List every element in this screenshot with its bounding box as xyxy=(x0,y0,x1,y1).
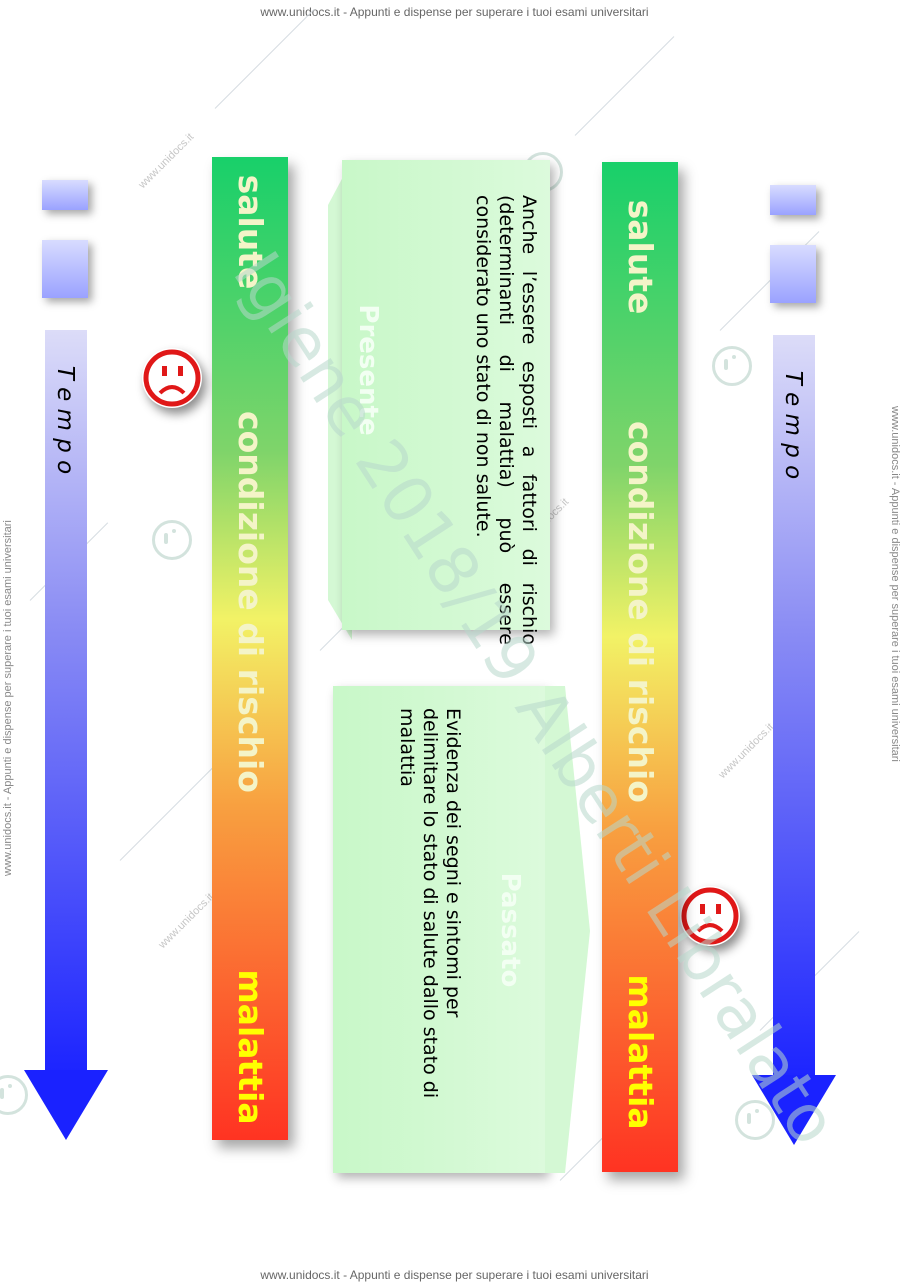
page-header-watermark: www.unidocs.it - Appunti e dispense per … xyxy=(260,5,649,19)
callout-box xyxy=(333,686,545,1173)
bar-label-condizione-di-rischio: condizione di rischio xyxy=(621,421,660,803)
timeline-square xyxy=(770,185,816,215)
time-arrow-shaft xyxy=(45,330,87,1070)
bar-label-salute: salute xyxy=(621,199,660,315)
watermark-site-label: www.unidocs.it xyxy=(716,721,777,781)
callout-pointer xyxy=(545,686,590,1173)
health-gradient-bar: salute condizione di rischio malattia xyxy=(212,157,288,1140)
bar-label-malattia: malattia xyxy=(621,974,660,1130)
watermark-site-label: www.unidocs.it xyxy=(136,131,197,191)
bar-label-condizione-di-rischio: condizione di rischio xyxy=(231,411,270,793)
right-side-watermark: www.unidocs.it - Appunti e dispense per … xyxy=(889,406,901,762)
sad-face-icon xyxy=(143,349,201,407)
callout-text: Evidenza dei segni e sintomi per delimit… xyxy=(396,708,464,1099)
health-gradient-bar: salute condizione di rischio malattia xyxy=(602,162,678,1172)
sad-face-icon xyxy=(681,887,739,945)
unidocs-logo-icon xyxy=(152,520,192,560)
page-footer-watermark: www.unidocs.it - Appunti e dispense per … xyxy=(260,1268,649,1282)
timeline-square xyxy=(42,180,88,210)
callout-ghost-label: Passato xyxy=(495,872,525,988)
left-side-watermark: www.unidocs.it - Appunti e dispense per … xyxy=(2,520,14,876)
tempo-label: T e m p o xyxy=(780,370,806,480)
callout-box xyxy=(342,160,550,630)
watermark-site-label: www.unidocs.it xyxy=(156,891,217,951)
timeline-square xyxy=(42,240,88,298)
arrow-down-icon xyxy=(752,1075,836,1145)
tempo-label: T e m p o xyxy=(52,365,78,475)
time-arrow-shaft xyxy=(773,335,815,1075)
unidocs-logo-icon xyxy=(712,346,752,386)
arrow-down-icon xyxy=(24,1070,108,1140)
bar-label-malattia: malattia xyxy=(231,969,270,1125)
timeline-square xyxy=(770,245,816,303)
